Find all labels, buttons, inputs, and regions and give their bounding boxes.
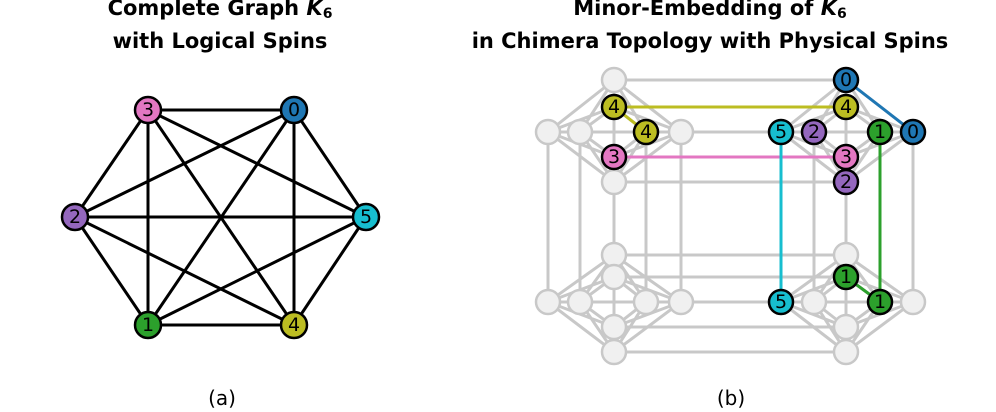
node-1-label: 1 (142, 314, 154, 336)
qubit (534, 288, 562, 316)
qubit-4b-label: 4 (640, 121, 652, 143)
qubit-2b-label: 2 (840, 171, 852, 193)
embedding-chains (613, 78, 914, 304)
qubit-0b-label: 0 (907, 121, 919, 143)
qubit-5b (767, 288, 795, 316)
node-2-label: 2 (69, 206, 81, 228)
qubit-0a (832, 66, 860, 94)
edge-5-1 (147, 215, 367, 327)
node-2 (60, 202, 90, 232)
qubit-5a-label: 5 (775, 121, 787, 143)
k6-graph (73, 108, 368, 327)
qubit-4b (632, 118, 660, 146)
physical-qubits (600, 66, 927, 316)
qubit-0a-label: 0 (840, 69, 852, 91)
node-0-label: 0 (288, 99, 300, 121)
qubit (832, 338, 860, 366)
qubit-1c-label: 1 (874, 291, 886, 313)
node-5 (351, 202, 381, 232)
qubit-2a-label: 2 (808, 121, 820, 143)
qubit (600, 338, 628, 366)
qubit-3b-label: 3 (840, 146, 852, 168)
qubit (600, 241, 628, 269)
qubit (667, 288, 695, 316)
edge-0-2 (74, 108, 295, 219)
qubit (566, 118, 594, 146)
qubit (600, 168, 628, 196)
qubit (667, 118, 695, 146)
qubit-4a (600, 93, 628, 121)
edge-2-4 (74, 215, 295, 327)
qubit (534, 118, 562, 146)
qubit-0b (899, 118, 927, 146)
qubit-4c (832, 93, 860, 121)
qubit-2a (800, 118, 828, 146)
node-4-label: 4 (288, 314, 300, 336)
node-3 (133, 95, 163, 125)
qubit (800, 288, 828, 316)
node-4 (279, 310, 309, 340)
qubit-2b (832, 168, 860, 196)
edge-0-5 (292, 109, 368, 218)
qubit-1b-label: 1 (840, 266, 852, 288)
qubit (600, 263, 628, 291)
qubit (832, 241, 860, 269)
edge-3-2 (73, 109, 150, 218)
qubit (600, 66, 628, 94)
qubit (566, 288, 594, 316)
edge-5-4 (292, 216, 368, 326)
node-3-label: 3 (142, 99, 154, 121)
panel-a-title: Complete Graph K6 with Logical Spins (107, 0, 333, 53)
qubit-1a (866, 118, 894, 146)
node-5-label: 5 (360, 206, 372, 228)
qubit-3a-label: 3 (608, 146, 620, 168)
caption-b: (b) (716, 386, 746, 410)
qubit-3a (600, 143, 628, 171)
qubit-5a (767, 118, 795, 146)
node-0 (279, 95, 309, 125)
qubit-1c (866, 288, 894, 316)
qubit (632, 288, 660, 316)
qubit-1a-label: 1 (874, 121, 886, 143)
qubit (899, 288, 927, 316)
chimera-lattice (545, 77, 916, 355)
caption-a: (a) (208, 386, 236, 410)
edge-2-1 (73, 216, 150, 326)
qubit (600, 313, 628, 341)
qubit (832, 313, 860, 341)
node-1 (133, 310, 163, 340)
qubit-4c-label: 4 (840, 96, 852, 118)
qubit-1b (832, 263, 860, 291)
qubit-5b-label: 5 (775, 291, 787, 313)
panel-b-title: Minor-Embedding of K6 in Chimera Topolog… (471, 0, 949, 53)
unused-qubits (534, 66, 927, 366)
qubit-4a-label: 4 (608, 96, 620, 118)
chain-0 (845, 78, 914, 134)
